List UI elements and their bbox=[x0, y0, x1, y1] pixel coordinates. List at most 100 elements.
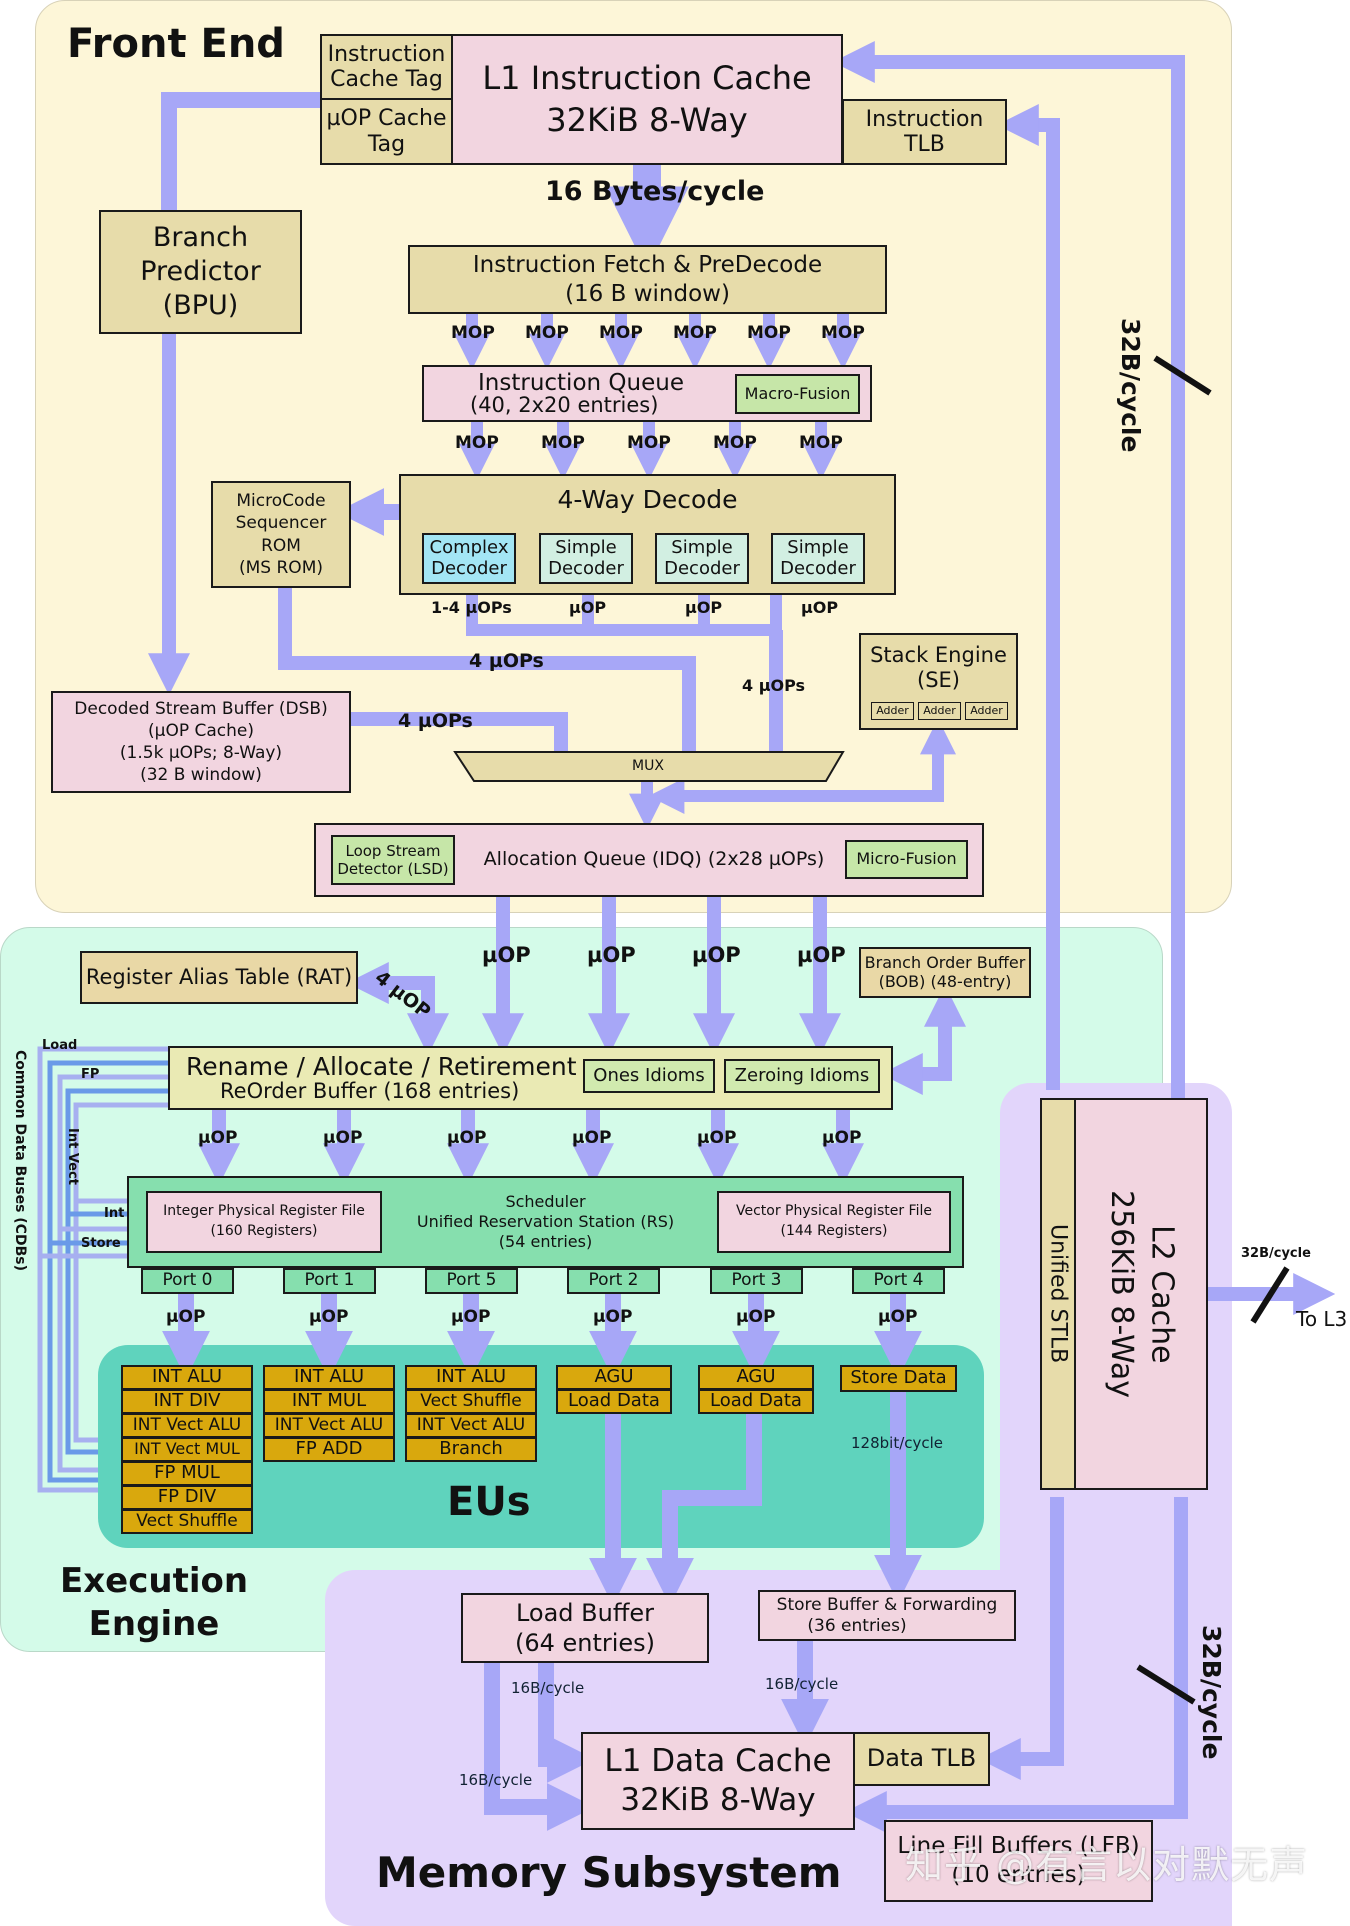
mux-label: MUX bbox=[632, 758, 664, 774]
port-4-eu-stack: Store Data bbox=[840, 1365, 957, 1392]
scheduler-line1: Scheduler bbox=[505, 1192, 586, 1211]
simple-decoder-2[interactable]: Simple Decoder bbox=[655, 533, 749, 584]
l2-l1i-bandwidth-label: 32B/cycle bbox=[1116, 318, 1145, 453]
port-3-eu-stack: AGU Load Data bbox=[698, 1365, 814, 1414]
eu-unit: INT Vect ALU bbox=[263, 1413, 395, 1438]
port-2[interactable]: Port 2 bbox=[567, 1268, 660, 1294]
to-l3-label: To L3 bbox=[1296, 1307, 1348, 1331]
complex-decoder[interactable]: Complex Decoder bbox=[422, 533, 516, 584]
lsd-line2: Detector (LSD) bbox=[337, 860, 449, 878]
bus-tag-to-bpu bbox=[161, 92, 320, 210]
instruction-cache-tag[interactable]: Instruction Cache Tag bbox=[320, 34, 453, 100]
front-end-title: Front End bbox=[67, 21, 285, 67]
decoded-stream-buffer[interactable]: Decoded Stream Buffer (DSB) (µOP Cache) … bbox=[51, 691, 351, 793]
l1-data-cache[interactable]: L1 Data Cache 32KiB 8-Way bbox=[581, 1732, 855, 1830]
ones-idioms[interactable]: Ones Idioms bbox=[583, 1059, 715, 1093]
lfb-line1: Line Fill Buffers (LFB) bbox=[897, 1833, 1140, 1860]
line-fill-buffers[interactable]: Line Fill Buffers (LFB) (10 entries) bbox=[884, 1820, 1153, 1902]
iq-title: Instruction Queue bbox=[478, 369, 684, 396]
load-buffer[interactable]: Load Buffer (64 entries) bbox=[461, 1593, 709, 1663]
uop-label: µOP bbox=[697, 1128, 737, 1148]
bob-line1: Branch Order Buffer bbox=[864, 953, 1026, 973]
uop-label: µOP bbox=[593, 1307, 633, 1327]
se-line2: (SE) bbox=[917, 668, 960, 693]
instruction-fetch-predecode[interactable]: Instruction Fetch & PreDecode (16 B wind… bbox=[408, 245, 887, 314]
l1i-size: 32KiB 8-Way bbox=[546, 100, 748, 139]
l2-cache[interactable]: 256KiB 8-Way L2 Cache bbox=[1074, 1098, 1208, 1490]
port-4[interactable]: Port 4 bbox=[852, 1268, 945, 1294]
zeroing-idioms[interactable]: Zeroing Idioms bbox=[724, 1059, 880, 1093]
sb-bandwidth-label: 16B/cycle bbox=[765, 1675, 839, 1693]
eu-unit: INT ALU bbox=[263, 1365, 395, 1390]
mop-label: MOP bbox=[747, 323, 791, 343]
port-3[interactable]: Port 3 bbox=[710, 1268, 803, 1294]
unified-stlb[interactable]: Unified STLB bbox=[1040, 1098, 1076, 1490]
port-1[interactable]: Port 1 bbox=[283, 1268, 376, 1294]
register-alias-table[interactable]: Register Alias Table (RAT) bbox=[80, 951, 358, 1004]
rob-subtitle: ReOrder Buffer (168 entries) bbox=[220, 1079, 520, 1104]
sb-line2: (36 entries) bbox=[807, 1615, 907, 1636]
l1i-title: L1 Instruction Cache bbox=[482, 58, 812, 97]
lb-bandwidth-label-1: 16B/cycle bbox=[511, 1679, 585, 1697]
vec-prf-line1: Vector Physical Register File bbox=[736, 1203, 932, 1220]
branch-predictor[interactable]: Branch Predictor (BPU) bbox=[99, 210, 302, 334]
macro-fusion[interactable]: Macro-Fusion bbox=[735, 374, 860, 414]
eu-unit: INT ALU bbox=[405, 1365, 537, 1390]
uop-cache-tag-line2: Tag bbox=[367, 131, 406, 157]
decoder-line1: Simple bbox=[671, 536, 733, 558]
stlb-label: Unified STLB bbox=[1045, 1224, 1071, 1364]
decoder-line1: Simple bbox=[787, 536, 849, 558]
bpu-line3: (BPU) bbox=[162, 289, 239, 321]
instruction-tlb[interactable]: Instruction TLB bbox=[842, 99, 1007, 165]
uop-label: µOP bbox=[797, 943, 846, 967]
uop-label: µOP bbox=[692, 943, 741, 967]
uop-cache-tag[interactable]: µOP Cache Tag bbox=[320, 98, 453, 165]
itlb-line2: TLB bbox=[904, 132, 945, 157]
branch-order-buffer[interactable]: Branch Order Buffer (BOB) (48-entry) bbox=[859, 947, 1031, 998]
msrom-line1: MicroCode bbox=[236, 491, 326, 512]
decoder-output-label: µOP bbox=[569, 598, 607, 617]
se-line1: Stack Engine bbox=[870, 643, 1007, 667]
simple-decoder-3[interactable]: Simple Decoder bbox=[771, 533, 865, 584]
mux-shape bbox=[453, 751, 845, 782]
micro-fusion[interactable]: Micro-Fusion bbox=[845, 840, 968, 879]
decode-title: 4-Way Decode bbox=[557, 485, 738, 514]
decoder-output-label: µOP bbox=[801, 598, 839, 617]
loop-stream-detector[interactable]: Loop Stream Detector (LSD) bbox=[331, 835, 455, 885]
eu-unit: Store Data bbox=[840, 1365, 957, 1392]
bw-slash-l2-l1d bbox=[1136, 1664, 1196, 1705]
int-prf-line2: (160 Registers) bbox=[210, 1223, 318, 1239]
mop-label: MOP bbox=[673, 323, 717, 343]
integer-physical-register-file[interactable]: Integer Physical Register File (160 Regi… bbox=[146, 1191, 382, 1253]
decoder-output-label: 1-4 µOPs bbox=[431, 598, 512, 617]
port-2-eu-stack: AGU Load Data bbox=[556, 1365, 672, 1414]
mop-label: MOP bbox=[713, 433, 757, 453]
mop-label: MOP bbox=[821, 323, 865, 343]
eu-unit: FP ADD bbox=[263, 1437, 395, 1462]
vector-physical-register-file[interactable]: Vector Physical Register File (144 Regis… bbox=[717, 1191, 951, 1253]
l1-instruction-cache[interactable]: L1 Instruction Cache 32KiB 8-Way bbox=[451, 34, 843, 165]
decode-output-label: 4 µOPs bbox=[742, 676, 806, 695]
msrom-line3: ROM bbox=[261, 535, 301, 556]
cdb-load-label: Load bbox=[42, 1038, 78, 1053]
bw-slash-l2-l1i bbox=[1153, 355, 1212, 396]
simple-decoder-1[interactable]: Simple Decoder bbox=[539, 533, 633, 584]
memory-subsystem-title: Memory Subsystem bbox=[376, 1848, 842, 1897]
eu-unit: Load Data bbox=[698, 1389, 814, 1414]
uop-label: µOP bbox=[482, 943, 531, 967]
lfb-line2: (10 entries) bbox=[951, 1862, 1086, 1888]
decoder-output-label: µOP bbox=[685, 598, 723, 617]
microcode-sequencer-rom[interactable]: MicroCode Sequencer ROM (MS ROM) bbox=[211, 481, 351, 588]
port-0[interactable]: Port 0 bbox=[141, 1268, 234, 1294]
store-bandwidth-label: 128bit/cycle bbox=[851, 1434, 944, 1452]
data-tlb[interactable]: Data TLB bbox=[853, 1732, 990, 1786]
execution-engine-title-line1: Execution bbox=[60, 1561, 249, 1601]
port-5[interactable]: Port 5 bbox=[425, 1268, 518, 1294]
l2-title: L2 Cache bbox=[1144, 1224, 1180, 1364]
store-buffer-forwarding[interactable]: Store Buffer & Forwarding (36 entries) bbox=[758, 1590, 1016, 1641]
eu-unit: Load Data bbox=[556, 1389, 672, 1414]
fetch-line2: (16 B window) bbox=[565, 280, 730, 307]
uop-label: µOP bbox=[822, 1128, 862, 1148]
msrom-line2: Sequencer bbox=[235, 513, 327, 534]
